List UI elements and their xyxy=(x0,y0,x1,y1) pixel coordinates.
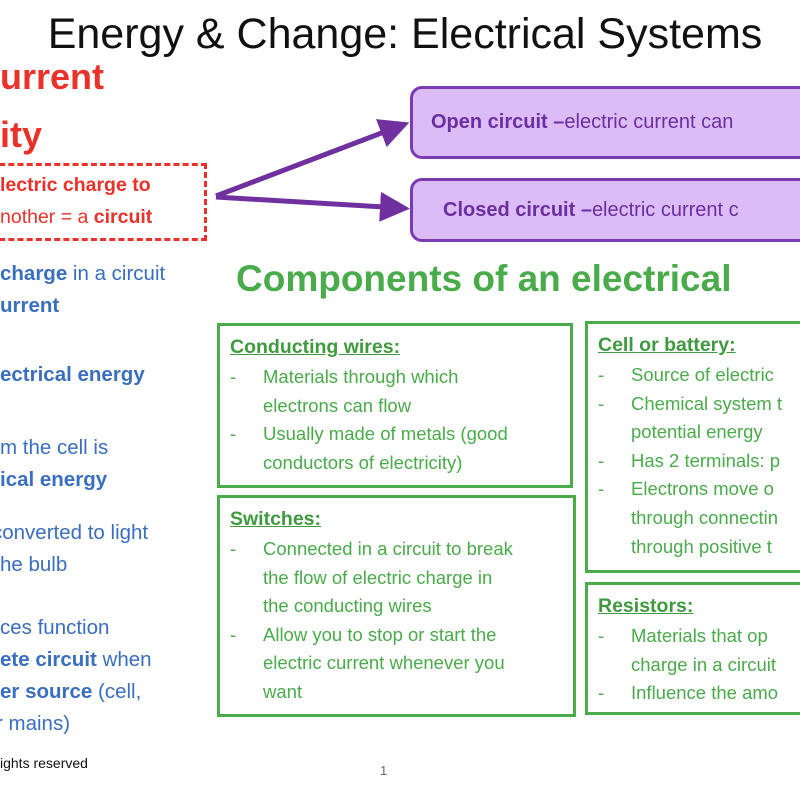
bullet-dash: - xyxy=(598,449,605,471)
note-line: er source (cell, xyxy=(0,680,142,703)
note-line: he bulb xyxy=(0,553,68,576)
note-line: converted to light xyxy=(0,521,149,544)
bullet-text: Usually made of metals (good xyxy=(263,423,508,445)
bullet-text: Source of electric xyxy=(631,364,774,385)
bullet-text: Connected in a circuit to break xyxy=(263,538,513,559)
box-title: Conducting wires: xyxy=(230,336,401,358)
note-line: ces function xyxy=(0,616,110,639)
definition-line2: nother = a circuit xyxy=(0,206,153,228)
bullet-dash: - xyxy=(598,364,605,385)
definition-box xyxy=(0,163,207,241)
bullet-dash: - xyxy=(230,623,237,645)
bullet-text: want xyxy=(263,681,303,702)
bullet-dash: - xyxy=(230,538,237,559)
arrow-to-open-circuit xyxy=(215,119,410,199)
bullet-text: Allow you to stop or start the xyxy=(263,623,497,645)
components-heading: Components of an electrical xyxy=(236,258,732,299)
note-line: ectrical energy xyxy=(0,363,145,386)
bullet-text: Materials through which xyxy=(263,366,459,387)
closed-circuit-box: Closed circuit – electric current c xyxy=(410,178,800,242)
arrows xyxy=(215,119,410,222)
box-title: Switches: xyxy=(230,508,322,530)
note-line: r mains) xyxy=(0,712,71,735)
bullet-text: Has 2 terminals: p xyxy=(631,449,781,471)
definition-line1: lectric charge to xyxy=(0,174,151,196)
resistors-box: Resistors: - Materials that op charge in a … xyxy=(585,582,800,715)
bullet-text: through connectin xyxy=(631,507,779,528)
bullet-dash: - xyxy=(230,366,237,387)
bullet-dash: - xyxy=(598,625,605,646)
bullet-dash: - xyxy=(598,682,605,704)
bullet-text: conductors of electricity) xyxy=(263,451,463,473)
switches-box: Switches: - Connected in a circuit to brea… xyxy=(217,495,576,717)
bullet-text: electric current whenever you xyxy=(263,652,505,674)
bullet-text: Chemical system t xyxy=(631,392,783,414)
note-line: ical energy xyxy=(0,468,108,491)
cell-battery-box: Cell or battery: - Source of electric - Chem… xyxy=(585,321,800,573)
note-line: m the cell is xyxy=(0,436,109,459)
copyright-footer: ights reserved xyxy=(0,755,88,771)
box-title: Cell or battery: xyxy=(598,334,736,356)
slide-title: Energy & Change: Electrical Systems xyxy=(47,10,763,58)
page-number: 1 xyxy=(380,763,388,778)
bullet-text: through positive t xyxy=(631,535,772,557)
bullet-text: Electrons move o xyxy=(631,478,774,500)
bullet-text: the conducting wires xyxy=(263,595,432,617)
bullet-text: electrons can flow xyxy=(263,394,412,416)
bullet-text: Materials that op xyxy=(631,625,768,646)
arrow-to-closed-circuit xyxy=(215,191,410,222)
bullet-text: potential energy xyxy=(631,421,763,443)
left-heading-line1: urrent xyxy=(0,56,105,97)
bullet-text: the flow of electric charge in xyxy=(263,566,493,588)
note-line: ete circuit when xyxy=(0,648,152,671)
bullet-text: Influence the amo xyxy=(631,682,779,704)
bullet-dash: - xyxy=(598,478,605,500)
note-line: charge in a circuit xyxy=(0,262,166,285)
box-title: Resistors: xyxy=(598,595,694,617)
bullet-dash: - xyxy=(598,392,605,414)
conducting-wires-box: Conducting wires: - Materials through whic… xyxy=(217,323,573,488)
open-circuit-box: Open circuit – electric current can xyxy=(410,86,800,159)
note-line: urrent xyxy=(0,294,60,317)
bullet-dash: - xyxy=(230,423,237,445)
bullet-text: charge in a circuit xyxy=(631,653,776,675)
left-heading-line2: ity xyxy=(0,114,43,155)
